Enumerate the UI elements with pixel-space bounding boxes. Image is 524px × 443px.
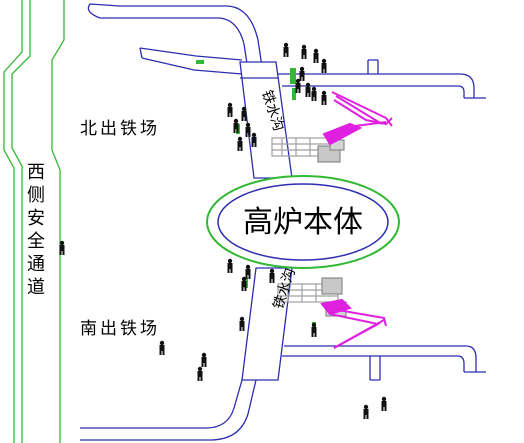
north-runner-bottom xyxy=(282,85,465,98)
worker-icon xyxy=(59,240,65,255)
west-passage-char-4: 全 xyxy=(27,231,45,252)
worker-icon xyxy=(239,316,245,331)
west-safety-boundary xyxy=(3,0,65,443)
worker-icon xyxy=(283,42,289,57)
north-branch-pipe-top xyxy=(139,47,243,61)
south-road-inner xyxy=(80,379,243,429)
south-runner-bottom xyxy=(282,355,465,372)
north-gun-arm-1 xyxy=(331,91,393,127)
north-road xyxy=(87,3,283,201)
worker-icon xyxy=(241,106,247,121)
worker-icon xyxy=(321,90,327,105)
south-road-outer xyxy=(80,379,257,441)
west-passage-char-6: 道 xyxy=(27,277,45,298)
worker-icon xyxy=(299,66,305,81)
west-passage-char-3: 安 xyxy=(27,208,45,229)
furnace-label: 高炉本体 xyxy=(243,205,363,240)
north-branch-pipe-bottom xyxy=(141,57,243,75)
west-passage-char-5: 通 xyxy=(27,254,45,275)
north-clay-gun-icon xyxy=(322,91,393,146)
worker-icon xyxy=(245,122,251,137)
worker-icon xyxy=(295,78,301,93)
furnace-body: 高炉本体 xyxy=(206,175,400,269)
south-runner xyxy=(282,345,486,381)
north-gun-arm-2 xyxy=(335,95,383,125)
worker-icon xyxy=(311,322,317,337)
west-passage-char-1: 西 xyxy=(27,162,45,183)
south-clay-gun-icon xyxy=(320,298,387,349)
worker-icon xyxy=(381,396,387,411)
south-runner-top xyxy=(284,345,477,372)
west-passage-char-2: 侧 xyxy=(27,185,45,206)
worker-icon xyxy=(201,352,207,367)
north-gun-arm-3 xyxy=(333,99,393,126)
south-road xyxy=(80,379,257,441)
worker-icon xyxy=(321,58,327,73)
worker-icon xyxy=(301,44,307,59)
furnace-inner-ring xyxy=(217,183,389,261)
worker-icon xyxy=(363,404,369,419)
worker-icon xyxy=(237,136,243,151)
north-yard-label: 北出铁场 xyxy=(80,119,160,139)
north-road-end xyxy=(87,3,121,19)
north-runner-stub xyxy=(367,59,379,74)
worker-icon xyxy=(197,366,203,381)
north-tapping-machine-icon xyxy=(271,137,345,163)
worker-icon xyxy=(227,102,233,117)
worker-icon xyxy=(313,48,319,63)
worker-icon xyxy=(227,258,233,273)
north-road-outer xyxy=(120,5,283,201)
north-road-inner xyxy=(100,17,269,201)
south-gun-arm-1 xyxy=(325,307,387,327)
north-branch-pipe-end xyxy=(139,47,143,59)
north-runner xyxy=(278,59,486,99)
worker-icon xyxy=(241,276,247,291)
west-passage-label: 西 侧 安 全 通 道 xyxy=(27,162,45,298)
worker-icon xyxy=(245,264,251,279)
south-yard-label: 南出铁场 xyxy=(80,319,160,339)
worker-icon xyxy=(311,86,317,101)
north-runner-top xyxy=(278,73,475,98)
south-runner-stub xyxy=(369,356,381,381)
worker-icon xyxy=(159,340,165,355)
south-gun-arm-2 xyxy=(329,313,381,349)
worker-icon xyxy=(305,82,311,97)
north-branch-pipe xyxy=(139,47,243,75)
safety-line-right xyxy=(51,0,65,443)
safety-line-inner xyxy=(11,0,31,443)
south-gun-head xyxy=(320,298,352,316)
safety-line-outer xyxy=(3,0,23,443)
